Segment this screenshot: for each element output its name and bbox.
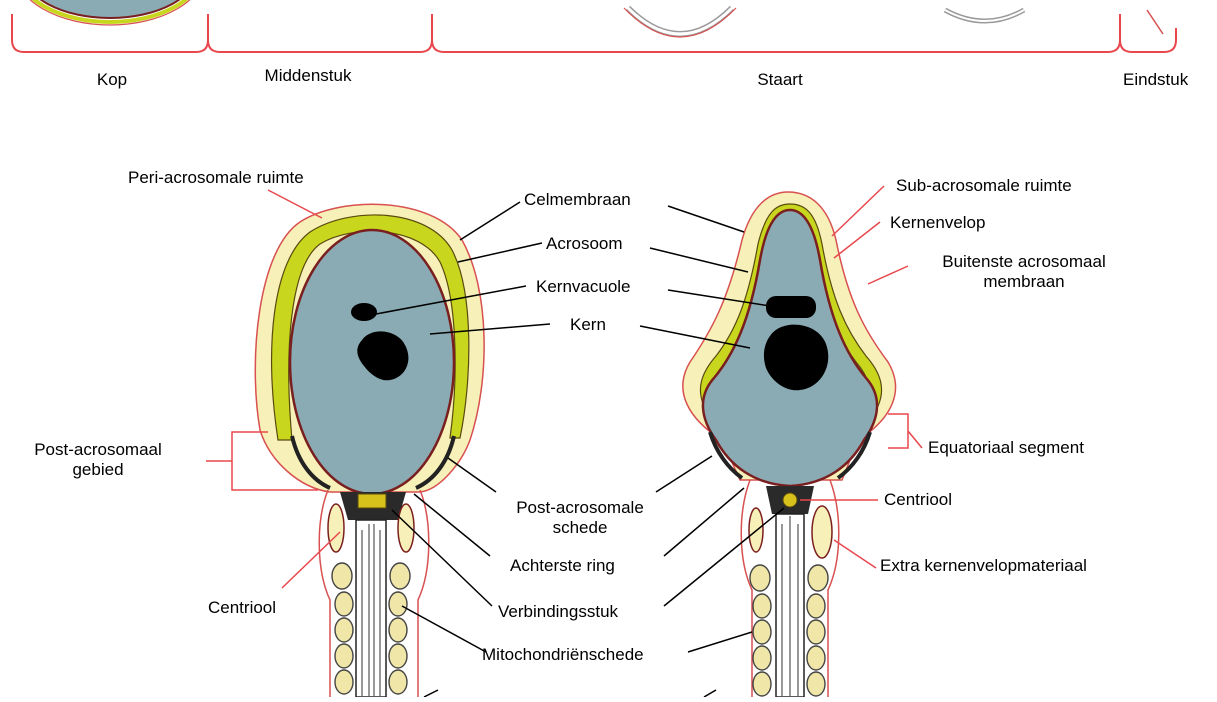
- label-post-acrosomale-line2: schede: [492, 518, 668, 538]
- label-buitenste-line1: Buitenste acrosomaal: [914, 252, 1134, 272]
- bracket-equatoriaal: [888, 414, 922, 448]
- label-mitochondrienschede: Mitochondriënschede: [482, 645, 644, 665]
- label-extra-kernenvelopmateriaal: Extra kernenvelopmateriaal: [880, 556, 1087, 576]
- label-buitenste-acrosomaal: Buitenste acrosomaal membraan: [914, 252, 1134, 292]
- label-kern: Kern: [570, 315, 606, 335]
- label-centriool-left: Centriool: [208, 598, 276, 618]
- leader-post-acro-sheath: [448, 456, 712, 492]
- label-kernvacuole: Kernvacuole: [536, 277, 631, 297]
- left-centriole-envelope: [328, 504, 344, 552]
- label-post-acrosomale-schede: Post-acrosomale schede: [492, 498, 668, 538]
- leader-buitenste: [868, 266, 908, 284]
- label-peri-acrosomale-ruimte: Peri-acrosomale ruimte: [128, 168, 304, 188]
- brace-eindstuk: [1120, 28, 1176, 52]
- leader-extra-envelope: [834, 540, 876, 568]
- label-sub-acrosomale-ruimte: Sub-acrosomale ruimte: [896, 176, 1072, 196]
- right-extra-envelope: [812, 506, 832, 558]
- label-verbindingsstuk: Verbindingsstuk: [498, 602, 618, 622]
- label-post-acrosomaal-line2: gebied: [28, 460, 168, 480]
- label-acrosoom: Acrosoom: [546, 234, 623, 254]
- label-achterste-ring: Achterste ring: [510, 556, 615, 576]
- left-sperm: [255, 204, 484, 697]
- label-post-acrosomaal-gebied: Post-acrosomaal gebied: [28, 440, 168, 480]
- right-centriole: [783, 493, 797, 507]
- label-centriool-right: Centriool: [884, 490, 952, 510]
- label-buitenste-line2: membraan: [914, 272, 1134, 292]
- right-kernvacuole: [766, 296, 816, 318]
- label-kernenvelop: Kernenvelop: [890, 213, 985, 233]
- label-post-acrosomale-line1: Post-acrosomale: [492, 498, 668, 518]
- region-label-eindstuk: Eindstuk: [1123, 70, 1188, 90]
- label-celmembraan: Celmembraan: [524, 190, 631, 210]
- label-post-acrosomaal-line1: Post-acrosomaal: [28, 440, 168, 460]
- region-label-staart: Staart: [740, 70, 820, 90]
- region-label-kop: Kop: [72, 70, 152, 90]
- top-strip: [12, 0, 1176, 52]
- region-label-middenstuk: Middenstuk: [238, 66, 378, 86]
- right-sperm: [683, 192, 896, 697]
- brace-kop: [12, 14, 208, 52]
- leader-centriool-left: [282, 532, 340, 588]
- leader-peri: [268, 190, 322, 218]
- left-axoneme: [356, 520, 386, 697]
- brace-staart: [432, 14, 1120, 52]
- leader-sub-acro: [832, 186, 884, 236]
- top-endpiece: [1147, 10, 1163, 34]
- brace-middenstuk: [208, 14, 432, 52]
- left-kernvacuole: [351, 303, 377, 321]
- label-equatoriaal-segment: Equatoriaal segment: [928, 438, 1084, 458]
